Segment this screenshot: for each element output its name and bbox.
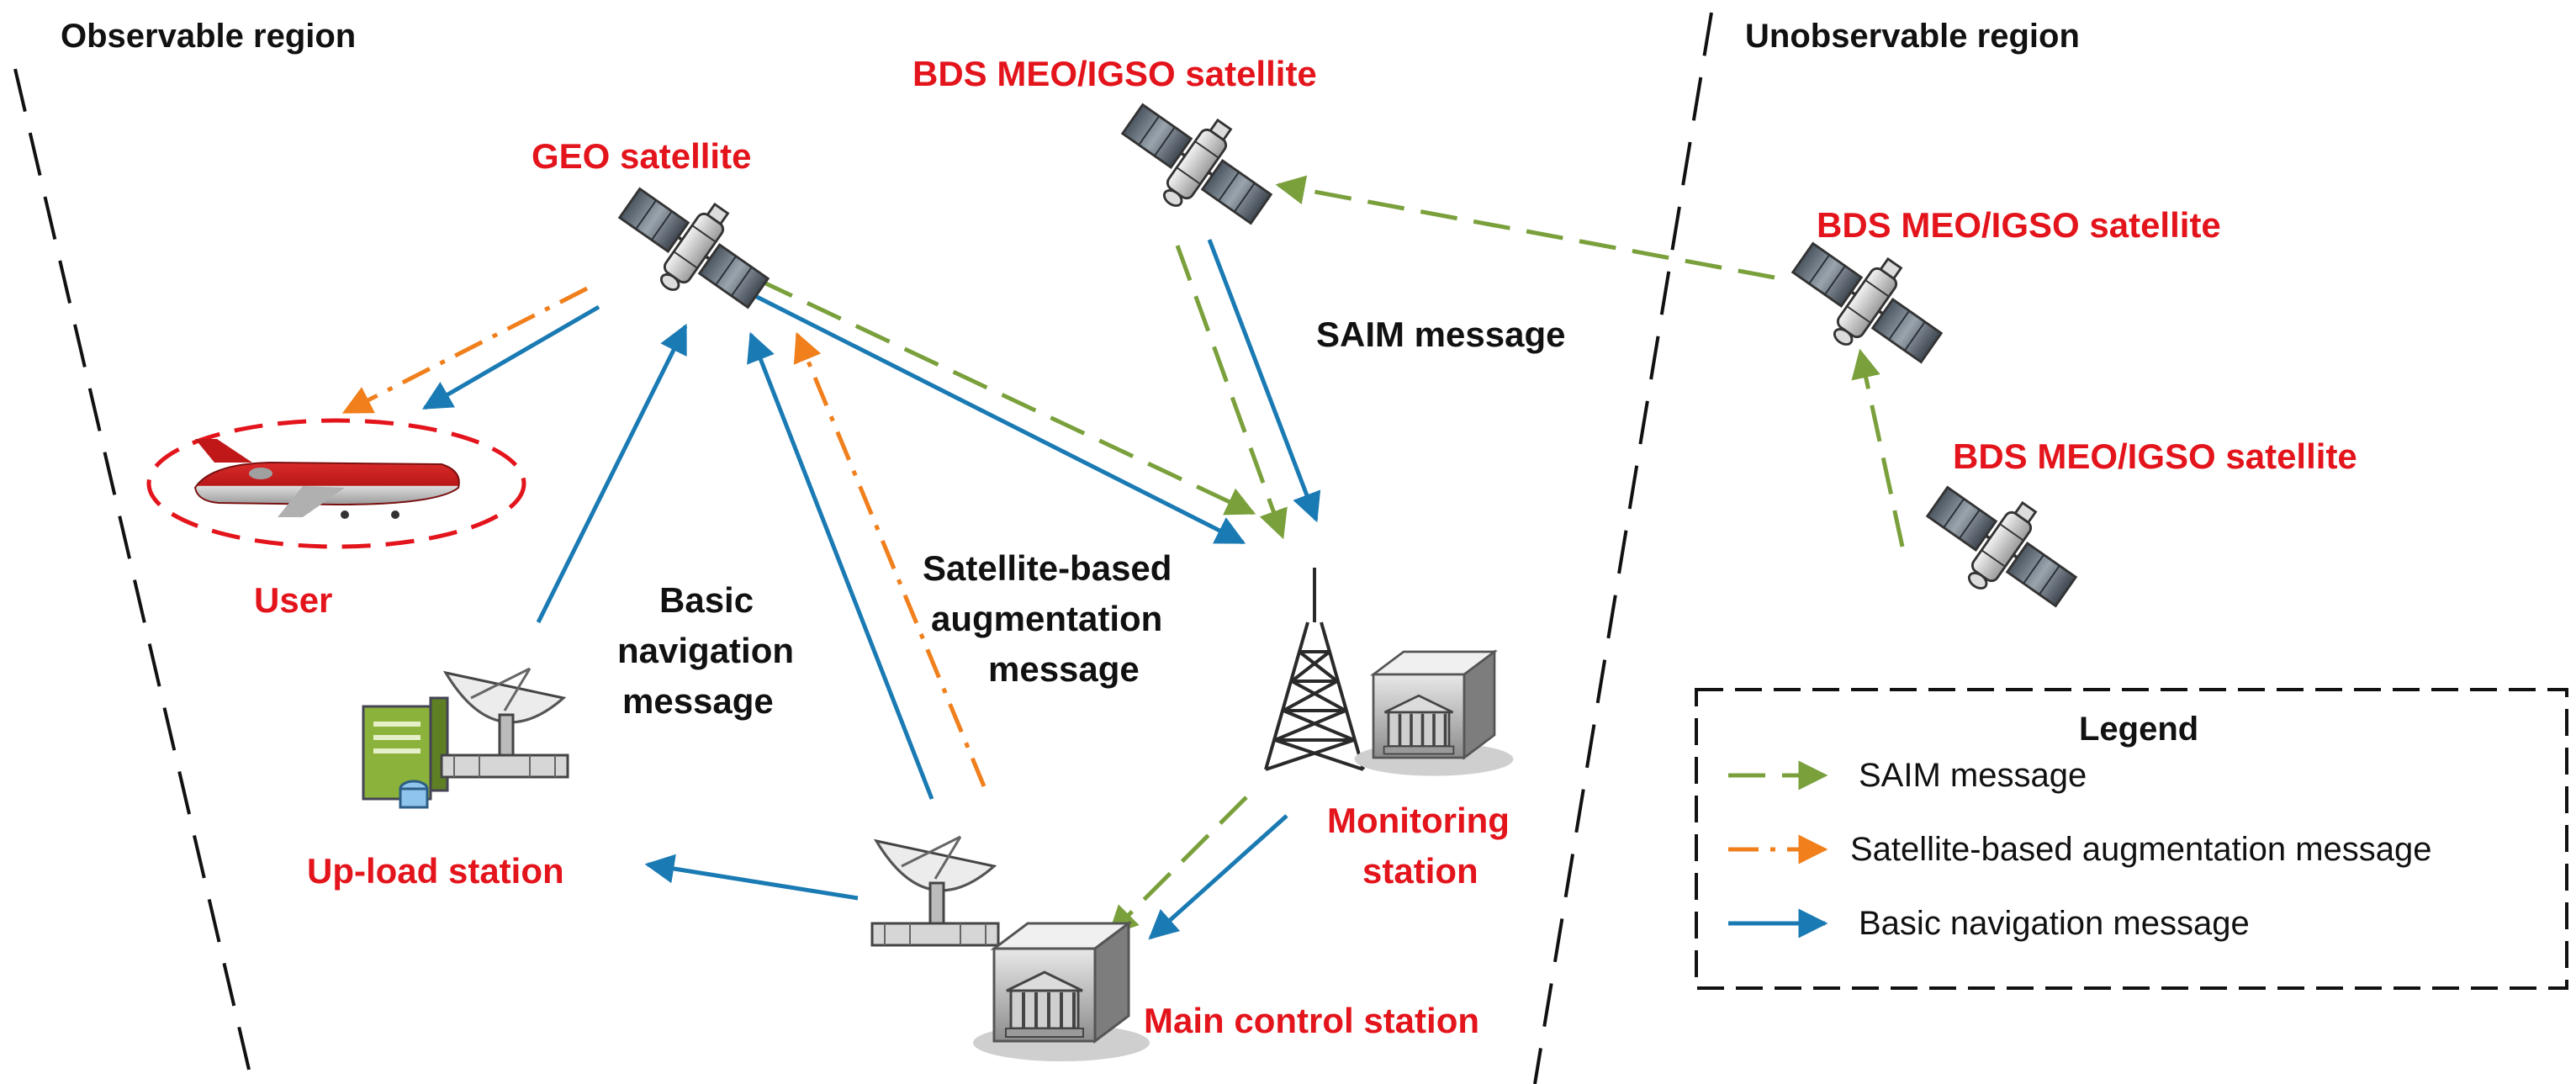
geo-satellite-label: GEO satellite — [532, 136, 751, 176]
arrow-geo-to-monitoring-basic — [754, 293, 1246, 545]
basic-message-label-line2: navigation — [617, 631, 794, 670]
arrow-upload-to-geo — [536, 323, 688, 624]
sba-arrows — [341, 286, 986, 787]
user-aircraft-icon — [146, 418, 526, 549]
legend-sba-label: Satellite-based augmentation message — [1850, 831, 2432, 868]
unobservable-region-label: Unobservable region — [1745, 18, 2080, 55]
user-label: User — [254, 580, 332, 620]
legend-basic-label: Basic navigation message — [1859, 905, 2250, 942]
bds-satellite-right-label: BDS MEO/IGSO satellite — [1817, 205, 2221, 245]
arrow-geo-to-monitoring-saim — [757, 278, 1256, 516]
arrow-bds-to-monitoring-basic — [1207, 239, 1321, 523]
arrow-main-to-upload — [644, 854, 859, 901]
observable-region-label: Observable region — [61, 18, 356, 55]
monitoring-station-label-line1: Monitoring — [1327, 801, 1510, 840]
geo-satellite-icon — [600, 162, 787, 334]
tower-icon — [1264, 568, 1365, 771]
arrow-bds-right-to-bds-top — [1275, 175, 1775, 280]
legend-title: Legend — [2079, 711, 2198, 748]
saim-message-label: SAIM message — [1316, 315, 1565, 354]
main-control-building-icon — [971, 922, 1151, 1063]
monitoring-station-label-line2: station — [1362, 851, 1478, 891]
upload-dish-icon — [440, 667, 569, 779]
arrow-main-control-to-geo-sba — [793, 331, 986, 787]
observable-region-boundary — [13, 68, 254, 1084]
main-control-station-label: Main control station — [1144, 1001, 1479, 1040]
bds-satellite-top-label: BDS MEO/IGSO satellite — [912, 54, 1317, 93]
monitoring-building-icon — [1352, 650, 1515, 778]
basic-message-label-line3: message — [622, 681, 774, 721]
saim-arrows — [757, 175, 1905, 936]
legend: Legend SAIM message Satellite-based augm… — [1695, 688, 2568, 990]
upload-station-label: Up-load station — [307, 851, 564, 891]
arrow-geo-to-user-sba — [341, 286, 589, 415]
arrow-bds-low-to-bds-right — [1851, 348, 1905, 547]
unobservable-region-boundary — [1533, 12, 1713, 1084]
basic-message-label-line1: Basic — [659, 580, 754, 620]
legend-box — [1695, 688, 2568, 990]
bds-satellite-low-label: BDS MEO/IGSO satellite — [1953, 436, 2357, 476]
sba-message-label-line1: Satellite-based — [923, 548, 1172, 588]
legend-saim-label: SAIM message — [1859, 757, 2087, 794]
server-icon — [362, 696, 449, 809]
arrow-geo-to-user-basic — [421, 304, 600, 410]
basic-navigation-arrows — [421, 239, 1321, 940]
arrow-monitoring-to-main-saim — [1108, 796, 1248, 936]
sba-message-label-line3: message — [988, 649, 1140, 689]
arrow-main-control-to-geo — [747, 331, 934, 800]
bds-satellite-top-icon — [1103, 78, 1290, 250]
bds-satellite-low-icon — [1908, 461, 2095, 632]
main-control-dish-icon — [870, 835, 1000, 947]
arrow-monitoring-to-main-basic — [1148, 814, 1288, 940]
sba-message-label-line2: augmentation — [931, 599, 1162, 638]
